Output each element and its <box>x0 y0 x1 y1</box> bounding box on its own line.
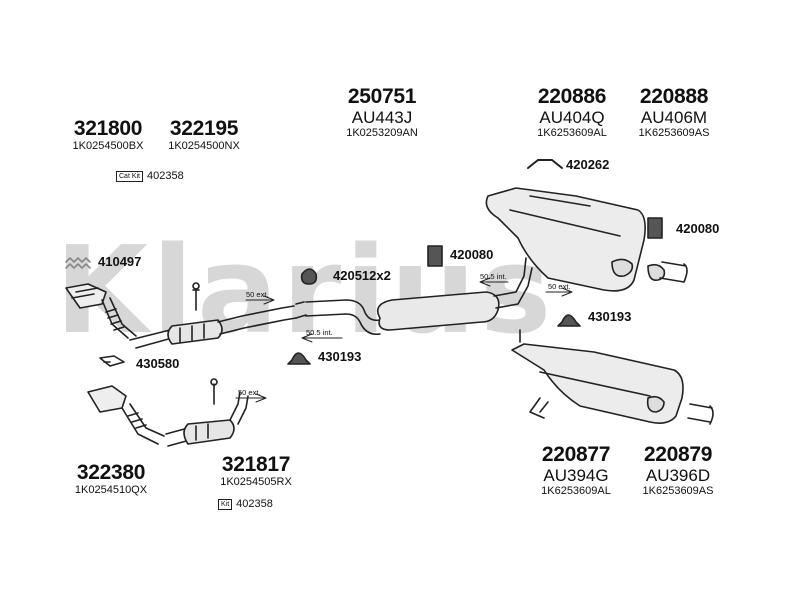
part-322195: 322195 1K0254500NX <box>168 117 240 153</box>
cat-kit-number: 402358 <box>147 170 184 182</box>
dim-50-ext-front: 50 ext. <box>246 290 269 299</box>
kit-badge: Kit <box>218 499 233 510</box>
front-pipe-upper <box>65 282 307 349</box>
fitting-420262: 420262 <box>566 157 610 172</box>
part-321800: 321800 1K0254500BX <box>72 117 144 153</box>
fitting-420512x2: 420512x2 <box>333 268 391 283</box>
dim-50-5-int-front: 50.5 int. <box>306 328 333 337</box>
rear-silencer-upper <box>485 187 688 292</box>
fitting-430193-rear: 430193 <box>588 309 632 324</box>
dim-50-ext-lower: 50 ext. <box>238 388 261 397</box>
dim-50-ext-rear: 50 ext. <box>548 282 571 291</box>
centre-section <box>305 257 533 336</box>
part-220879: 220879 AU396D 1K6253609AS <box>642 443 714 498</box>
fitting-420080-centre: 420080 <box>450 247 494 262</box>
part-250751: 250751 AU443J 1K0253209AN <box>346 85 418 140</box>
fitting-430580: 430580 <box>136 356 180 371</box>
part-322380: 322380 1K0254510QX <box>74 461 148 497</box>
dim-50-5-int-rear: 50.5 int. <box>480 272 507 281</box>
part-321817: 321817 1K0254505RX <box>220 453 292 489</box>
part-220888: 220888 AU406M 1K6253609AS <box>638 85 710 140</box>
fitting-icons <box>65 159 663 367</box>
part-220877: 220877 AU394G 1K6253609AL <box>541 443 611 498</box>
fitting-430193-front: 430193 <box>318 349 362 364</box>
rear-silencer-lower <box>511 329 714 425</box>
dimension-arrows <box>235 277 573 403</box>
fitting-410497: 410497 <box>98 254 142 269</box>
front-pipe-lower <box>87 378 249 447</box>
part-220886: 220886 AU404Q 1K6253609AL <box>537 85 607 140</box>
fitting-420080-rear: 420080 <box>676 221 720 236</box>
kit-number: 402358 <box>236 498 273 510</box>
cat-kit-badge: Cat Kit <box>116 171 144 182</box>
